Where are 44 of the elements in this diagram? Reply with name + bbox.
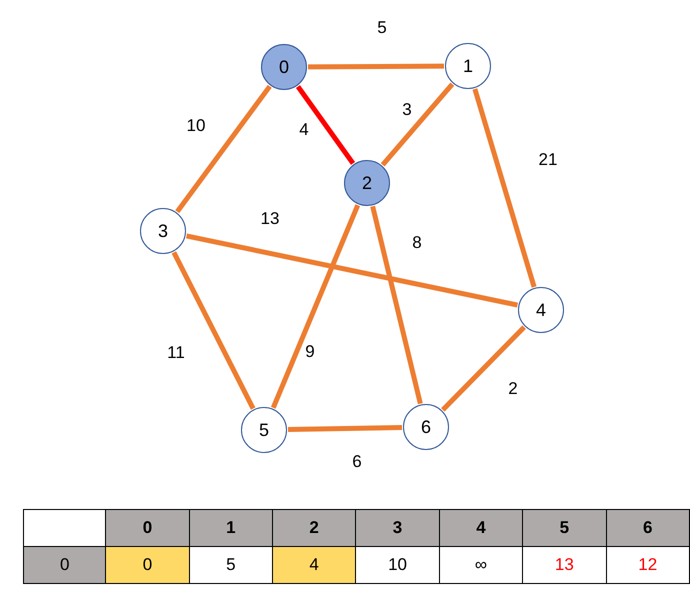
graph-edge	[296, 85, 356, 165]
table-value: 13	[522, 546, 606, 584]
vertex-circle: 5	[241, 407, 287, 453]
edge-label: 13	[260, 209, 280, 229]
edge-label: 10	[186, 116, 206, 136]
edge-label: 9	[305, 342, 315, 362]
edge-label: 4	[299, 120, 309, 140]
graph-edge	[172, 251, 256, 410]
edge-label: 6	[352, 452, 362, 472]
table-header: 6	[606, 510, 690, 546]
vertex-circle: 1	[445, 43, 491, 89]
vertex-circle: 0	[261, 44, 307, 90]
table-header: 5	[522, 510, 606, 546]
edge-label: 11	[167, 343, 185, 363]
vertex-circle: 2	[344, 160, 390, 206]
vertex-circle: 3	[140, 208, 186, 254]
edge-label: 2	[508, 379, 518, 399]
graph-edge	[441, 325, 526, 412]
table-header: 3	[356, 510, 440, 546]
vertex-circle: 4	[518, 287, 564, 333]
table-header: 0	[106, 510, 190, 546]
edge-label: 21	[538, 150, 558, 170]
table-value: ∞	[439, 546, 523, 584]
graph-edge	[308, 64, 444, 70]
graph-edge	[175, 84, 272, 214]
graph-edge	[370, 206, 423, 404]
graph-edge	[270, 204, 360, 409]
vertex-circle: 6	[403, 404, 449, 450]
row-header: 0	[24, 546, 106, 584]
graph-edge	[380, 82, 454, 166]
table-header: 2	[272, 510, 356, 546]
edge-label: 3	[402, 100, 412, 120]
table-value: 10	[356, 546, 440, 584]
table-value: 5	[189, 546, 272, 584]
graph-edge	[288, 424, 402, 432]
edge-label: 8	[412, 233, 422, 253]
table-value: 12	[606, 546, 690, 584]
graph-edge	[186, 233, 518, 308]
table-value: 4	[272, 546, 356, 584]
table-value: 0	[106, 546, 190, 584]
table-header: 4	[439, 510, 523, 546]
graph-edge	[472, 88, 537, 288]
edge-label: 5	[377, 18, 387, 38]
table-header: 1	[189, 510, 272, 546]
